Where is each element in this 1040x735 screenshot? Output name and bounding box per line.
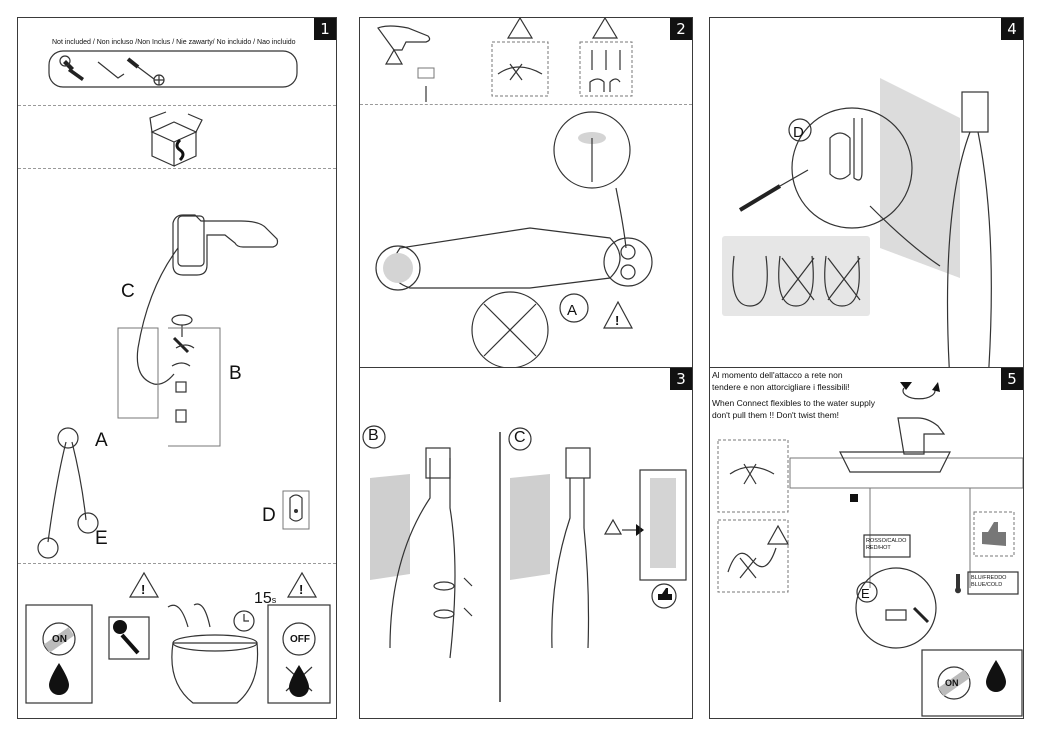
label-d: D xyxy=(262,505,276,526)
clip-d-drawing xyxy=(282,490,310,530)
timer-unit: s xyxy=(271,595,277,605)
cold-label: BLU/FREDDO BLUE/COLD xyxy=(971,575,1006,589)
clip-mounting-drawing: D xyxy=(722,78,992,368)
hot-label: ROSSO/CALDO RED/HOT xyxy=(866,538,906,552)
on-label: ON xyxy=(52,634,67,645)
note-it-line1: Al momento dell'attacco a rete non xyxy=(712,370,843,380)
timer-text: 15s xyxy=(254,590,276,608)
spray-head-drawing: A ! xyxy=(375,111,653,368)
label-e: E xyxy=(861,586,870,601)
step-number-4: 4 xyxy=(1001,18,1023,40)
hex-key-icon xyxy=(97,61,125,79)
panel-step-5: 5 Al momento dell'attacco a rete non ten… xyxy=(709,367,1024,719)
screwdriver-icon xyxy=(126,57,155,80)
not-included-tools xyxy=(48,50,298,88)
water-drop-icon xyxy=(49,663,69,695)
note-en-line2: don't pull them !! Don't twist them! xyxy=(712,410,840,420)
thumbs-up-icon xyxy=(982,522,1006,546)
hot-line1: ROSSO/CALDO xyxy=(866,538,907,544)
warning-icon xyxy=(128,571,160,598)
box-icon xyxy=(149,111,203,167)
step-number-1: 1 xyxy=(314,18,336,40)
note-it-line2: tendere e non attorcigliare i flessibili… xyxy=(712,382,850,392)
assembly-b-c-drawing xyxy=(362,425,687,702)
label-b: B xyxy=(368,427,379,444)
water-drop-icon xyxy=(986,660,1006,692)
panel-step-1: 1 Not included / Non incluso /Non Inclus… xyxy=(17,17,337,719)
hot-line2: RED/HOT xyxy=(866,545,891,551)
cold-line1: BLU/FREDDO xyxy=(971,575,1007,581)
panel-step-3: 3 B C xyxy=(359,367,693,719)
label-c: C xyxy=(514,429,526,446)
step-number-3: 3 xyxy=(670,368,692,390)
timer-value: 15 xyxy=(254,590,272,607)
label-c: C xyxy=(121,281,135,302)
panel-step-2: 2 A ! xyxy=(359,17,693,369)
off-label: OFF xyxy=(290,634,310,645)
svg-text:!: ! xyxy=(615,313,619,328)
not-included-text: Not included / Non incluso /Non Inclus /… xyxy=(52,39,296,46)
cold-line2: BLUE/COLD xyxy=(971,582,1003,588)
on-label: ON xyxy=(945,678,959,688)
svg-text:!: ! xyxy=(299,582,303,597)
svg-text:!: ! xyxy=(141,582,145,597)
step-number-5: 5 xyxy=(1001,368,1023,390)
rotate-icon xyxy=(902,387,936,400)
water-supply-drawing: E xyxy=(717,382,1023,717)
panel-step-4: 4 D xyxy=(709,17,1024,369)
top-warnings xyxy=(377,18,633,102)
faucet-parts-drawing xyxy=(117,214,279,447)
note-en-line1: When Connect flexibles to the water supp… xyxy=(712,398,876,408)
thermometer-icon xyxy=(955,574,961,594)
label-e: E xyxy=(95,528,108,549)
wrench-icon xyxy=(59,55,84,81)
label-a: A xyxy=(567,302,577,319)
label-d: D xyxy=(793,124,804,141)
on-off-flush-sequence: ! ! xyxy=(25,571,331,704)
label-a: A xyxy=(95,430,108,451)
phillips-icon xyxy=(153,74,165,86)
label-b: B xyxy=(229,363,242,384)
flexible-hoses-drawing xyxy=(37,427,99,559)
step-number-2: 2 xyxy=(670,18,692,40)
